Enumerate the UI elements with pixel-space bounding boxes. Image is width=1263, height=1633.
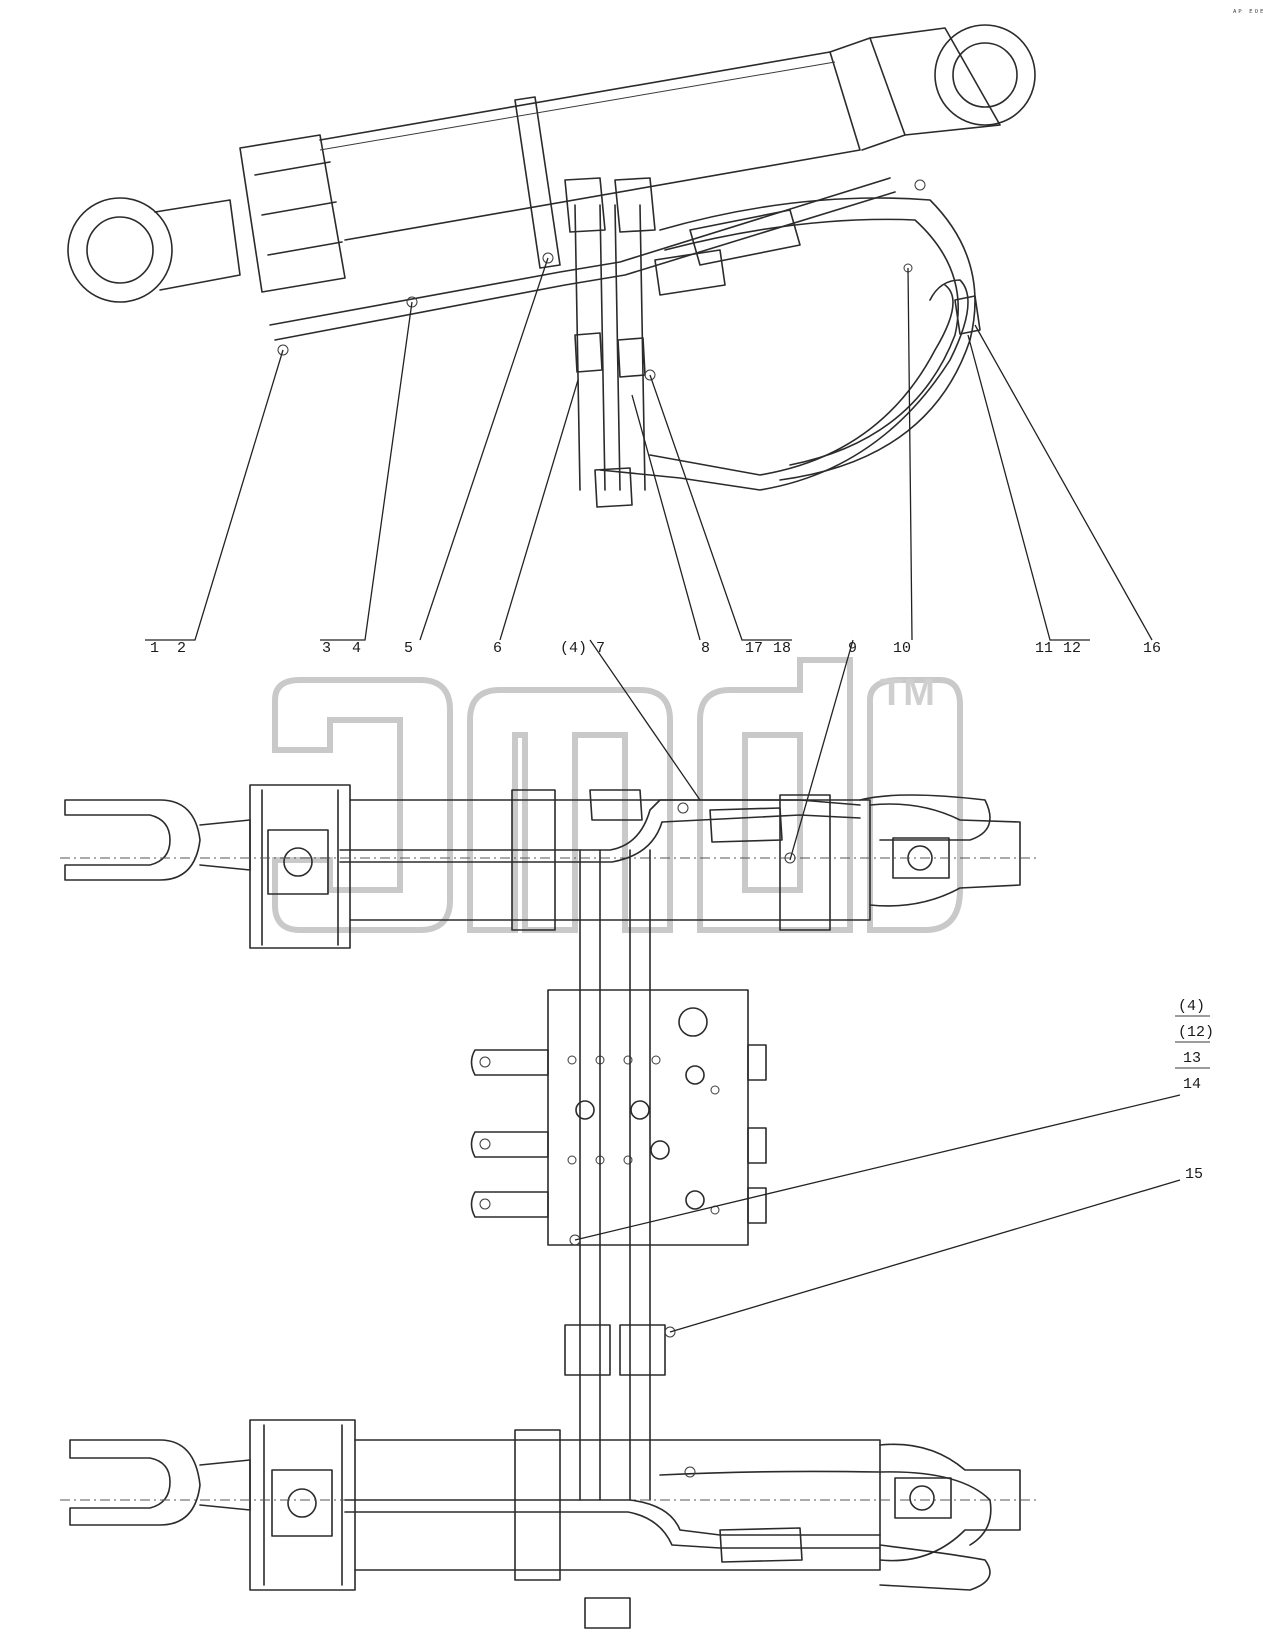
callout-8: 8	[701, 640, 710, 657]
callout-stack: (4) (12) 13 14	[1175, 998, 1214, 1093]
watermark-logo: TM	[272, 657, 963, 933]
callout-4: 4	[352, 640, 361, 657]
callout-16: 16	[1143, 640, 1161, 657]
top-cylinder-view	[67, 24, 1036, 508]
bottom-cylinder-view	[60, 1419, 1040, 1629]
callout-15: 15	[1185, 1166, 1203, 1183]
corner-mark: ᴬᴾ ᴱᴼᴱ	[1232, 9, 1263, 19]
callout-stack-item: 13	[1183, 1050, 1201, 1067]
callout-stack-item: 14	[1183, 1076, 1201, 1093]
control-valve-block	[470, 849, 1181, 1501]
callout-5: 5	[404, 640, 413, 657]
callout-11: 11	[1035, 640, 1053, 657]
callout-6: 6	[493, 640, 502, 657]
callout-stack-item: (12)	[1178, 1024, 1214, 1041]
callout-12: 12	[1063, 640, 1081, 657]
callout-7: 7	[596, 640, 605, 657]
callout-17: 17	[745, 640, 763, 657]
callout-10: 10	[893, 640, 911, 657]
callout-leaders-top	[145, 257, 1153, 861]
watermark-tm: TM	[880, 672, 935, 714]
callout-stack-item: (4)	[1178, 998, 1205, 1015]
middle-cylinder-view	[60, 784, 1040, 949]
callout-3: 3	[322, 640, 331, 657]
callout-2: 2	[177, 640, 186, 657]
callout-4-paren: (4)	[560, 640, 587, 657]
callout-1: 1	[150, 640, 159, 657]
callout-9: 9	[848, 640, 857, 657]
callout-18: 18	[773, 640, 791, 657]
callout-labels: 1 2 3 4 5 6 (4) 7 8 17 18 9 10 11 12 16 …	[150, 640, 1214, 1183]
